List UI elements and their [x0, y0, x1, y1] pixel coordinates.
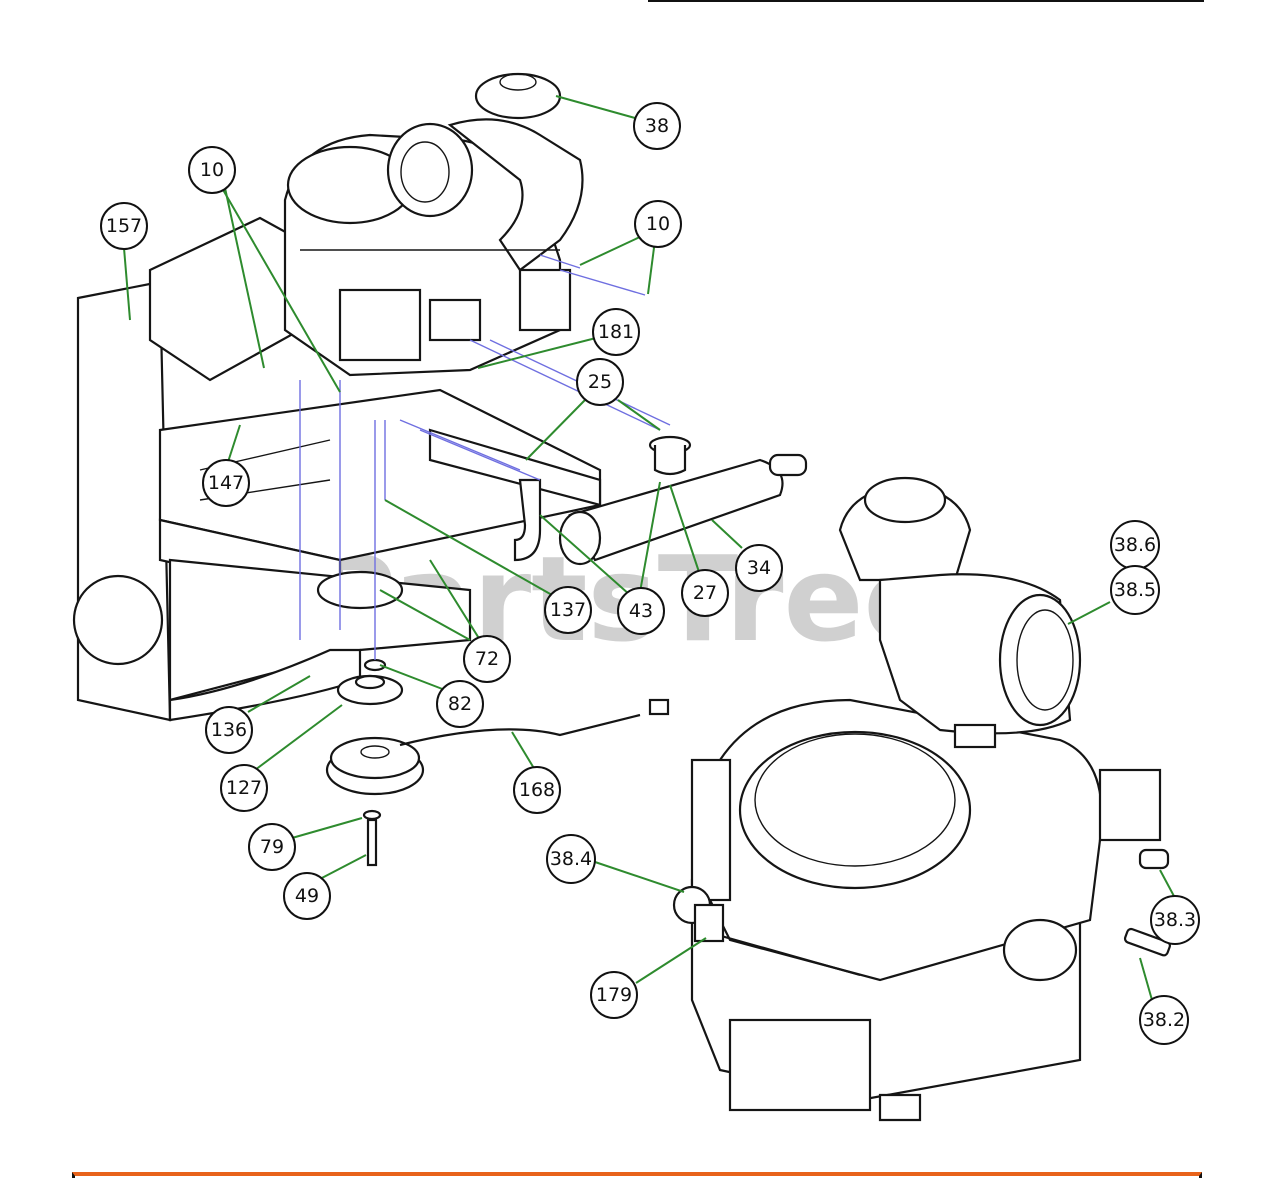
svg-text:136: 136 — [211, 719, 247, 741]
svg-text:79: 79 — [260, 836, 284, 858]
svg-text:179: 179 — [596, 984, 632, 1006]
bottom-accent-bar — [72, 1172, 1202, 1178]
svg-text:181: 181 — [598, 321, 634, 343]
callout-127: 127 — [220, 764, 268, 812]
callout-168: 168 — [513, 766, 561, 814]
callout-136: 136 — [205, 706, 253, 754]
callout-72: 72 — [463, 635, 511, 683]
callout-82: 82 — [436, 680, 484, 728]
callout-147: 147 — [202, 459, 250, 507]
callout-49: 49 — [283, 872, 331, 920]
svg-text:137: 137 — [550, 599, 586, 621]
callout-38-5: 38.5 — [1110, 565, 1160, 615]
callout-38-6: 38.6 — [1110, 520, 1160, 570]
callout-38-2: 38.2 — [1139, 995, 1189, 1045]
callout-157: 157 — [100, 202, 148, 250]
callout-25: 25 — [576, 358, 624, 406]
callout-181: 181 — [592, 308, 640, 356]
engine-right — [672, 476, 1171, 1122]
svg-text:38.6: 38.6 — [1114, 534, 1156, 556]
callout-179: 179 — [590, 971, 638, 1019]
svg-text:25: 25 — [588, 371, 612, 393]
callout-38: 38 — [633, 102, 681, 150]
callout-38-3: 38.3 — [1150, 895, 1200, 945]
callout-79: 79 — [248, 823, 296, 871]
callout-43: 43 — [617, 587, 665, 635]
callout-10-right: 10 — [634, 200, 682, 248]
callouts: 38 10 10 157 181 25 147 34 27 43 137 72 … — [100, 102, 1200, 1045]
svg-text:82: 82 — [448, 693, 472, 715]
svg-text:10: 10 — [646, 213, 670, 235]
callout-27: 27 — [681, 569, 729, 617]
svg-text:38: 38 — [645, 115, 669, 137]
muffler-assembly — [513, 435, 808, 566]
leader-lines — [123, 95, 1176, 1001]
clutch-stack — [325, 658, 670, 867]
callout-38-4: 38.4 — [546, 834, 596, 884]
svg-text:38.4: 38.4 — [550, 848, 592, 870]
svg-text:43: 43 — [629, 600, 653, 622]
svg-text:157: 157 — [106, 215, 142, 237]
callout-137: 137 — [544, 586, 592, 634]
callout-10-left: 10 — [188, 146, 236, 194]
svg-text:72: 72 — [475, 648, 499, 670]
svg-text:38.3: 38.3 — [1154, 909, 1196, 931]
svg-text:10: 10 — [200, 159, 224, 181]
svg-text:34: 34 — [747, 557, 771, 579]
svg-text:49: 49 — [295, 885, 319, 907]
svg-text:27: 27 — [693, 582, 717, 604]
svg-text:38.5: 38.5 — [1114, 579, 1156, 601]
svg-text:168: 168 — [519, 779, 555, 801]
svg-text:147: 147 — [208, 472, 244, 494]
frame-assembly — [72, 216, 602, 722]
callout-34: 34 — [735, 544, 783, 592]
top-rule — [648, 0, 1204, 2]
engine-upper-left — [283, 72, 584, 377]
svg-text:127: 127 — [226, 777, 262, 799]
svg-text:38.2: 38.2 — [1143, 1009, 1185, 1031]
